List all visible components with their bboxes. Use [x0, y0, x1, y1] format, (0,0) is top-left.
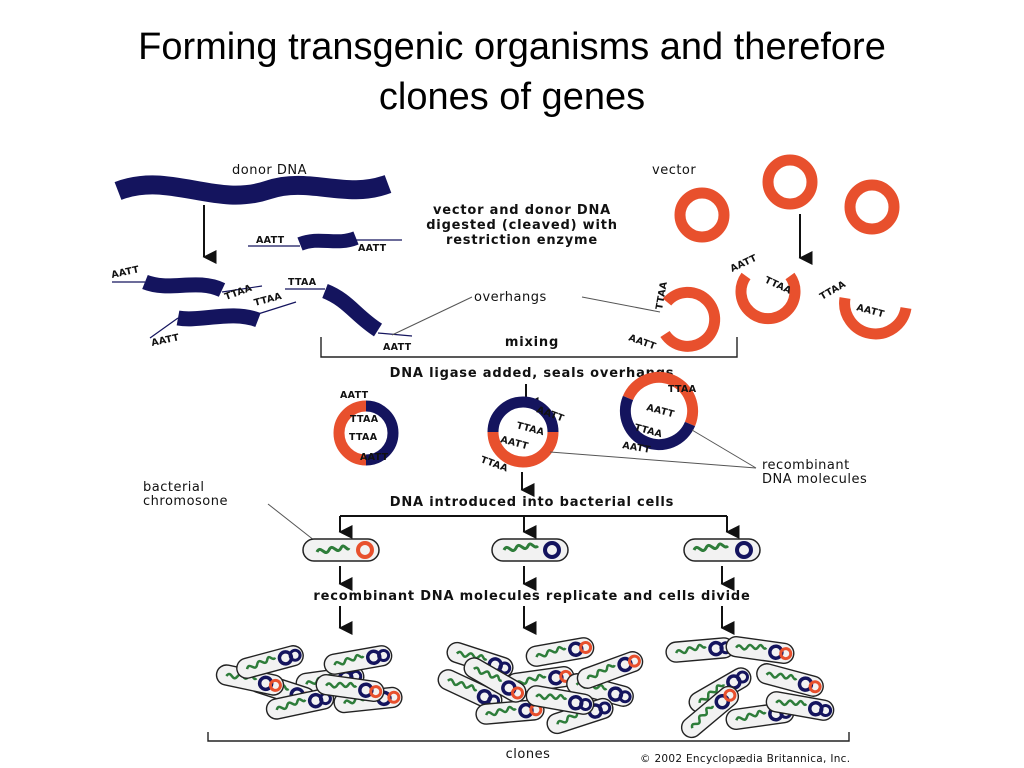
bacterial-cell-icon: [315, 673, 385, 703]
vector-plasmid: [762, 154, 818, 210]
recombinant-label: DNA molecules: [762, 472, 867, 487]
seq-aatt: AATT: [729, 253, 760, 275]
plasmid-ring-icon: [369, 685, 383, 699]
svg-text:vector and donor DNA: vector and donor DNA: [433, 203, 611, 218]
seq-aatt: AATT: [360, 452, 389, 463]
recombinant-label: recombinant: [762, 458, 850, 473]
donor-fragment-mid: AATT TTAA: [149, 291, 297, 349]
plasmid-ring-icon: [779, 647, 793, 661]
bacterial-cell-icon: [680, 685, 740, 739]
bacterial-cell-icon: [683, 538, 761, 562]
vector-plasmid: [674, 187, 730, 243]
seq-aatt: AATT: [855, 302, 885, 320]
opened-vector: AATT TTAA: [729, 253, 801, 325]
bacterial-cell-icon: [463, 657, 527, 703]
plasmid-ring-icon: [598, 701, 612, 715]
recombinant-ring: AATT TTAA TTAA AATT: [333, 390, 399, 466]
bacterial-cell-icon: [215, 664, 285, 696]
seq-ttaa: TTAA: [668, 384, 697, 395]
seq-aatt: AATT: [627, 332, 658, 352]
seq-ttaa: TTAA: [654, 280, 670, 310]
bacterial-cell-icon: [302, 538, 380, 562]
introduced-label: DNA introduced into bacterial cells: [390, 495, 674, 510]
seq-ttaa: TTAA: [223, 283, 254, 303]
bacterial-cell-icon: [236, 645, 304, 679]
seq-ttaa: TTAA: [350, 414, 379, 425]
opened-vector: TTAA AATT: [627, 280, 721, 353]
digest-label: vector and donor DNA digested (cleaved) …: [426, 203, 618, 248]
donor-dna-label: donor DNA: [232, 163, 307, 178]
bacterial-cell-icon: [491, 538, 569, 562]
seq-ttaa: TTAA: [515, 420, 546, 438]
seq-aatt: AATT: [645, 402, 675, 420]
plasmid-ring-icon: [579, 698, 593, 712]
plasmid-ring-icon: [579, 640, 593, 654]
mixing-bracket: [320, 337, 738, 358]
bacterial-cell-icon: [525, 685, 595, 715]
donor-fragment-right: TTAA AATT: [285, 277, 413, 353]
seq-ttaa: TTAA: [349, 432, 378, 443]
overhangs-label: overhangs: [474, 290, 547, 305]
seq-aatt: AATT: [621, 440, 651, 456]
bacterial-cell-icon: [725, 635, 795, 665]
svg-text:restriction enzyme: restriction enzyme: [446, 233, 598, 248]
bacterial-cell-icon: [576, 651, 644, 689]
ligase-label: DNA ligase added, seals overhangs: [390, 366, 675, 381]
vector-label: vector: [652, 163, 696, 178]
plasmid-ring-icon: [618, 690, 632, 704]
copyright: © 2002 Encyclopædia Britannica, Inc.: [640, 753, 850, 765]
callout-line: [691, 429, 757, 469]
bacterial-cell-icon: [756, 663, 824, 697]
vector-plasmid: [844, 179, 900, 235]
plasmid-ring-icon: [387, 690, 401, 704]
bacterial-label: chromosone: [143, 494, 228, 509]
seq-aatt: AATT: [340, 390, 369, 401]
bacterial-cell-icon: [437, 669, 503, 711]
seq-ttaa: TTAA: [253, 291, 284, 309]
plasmid-ring-icon: [377, 648, 391, 662]
donor-fragment-left: AATT TTAA: [110, 264, 263, 303]
seq-aatt: AATT: [358, 243, 387, 254]
clone-cells: [215, 635, 835, 739]
seq-aatt: AATT: [256, 235, 285, 246]
donor-dna-strand: [114, 174, 392, 205]
callout-line: [581, 296, 661, 313]
plasmid-ring-icon: [808, 680, 822, 694]
seq-aatt: AATT: [110, 264, 140, 281]
bacterial-cell-icon: [525, 637, 595, 667]
callout-line: [391, 296, 473, 336]
plasmid-ring-icon: [268, 678, 282, 692]
bacterial-label: bacterial: [143, 480, 205, 495]
plasmid-ring-icon: [723, 688, 737, 702]
bacterial-cell-icon: [765, 691, 835, 721]
title-line-2: clones of genes: [378, 76, 646, 118]
clones-label: clones: [506, 747, 551, 762]
bacterial-cell-icon: [665, 637, 735, 663]
donor-fragment-top: AATT AATT: [248, 231, 402, 254]
plasmid-ring-icon: [511, 686, 525, 700]
replicate-label: recombinant DNA molecules replicate and …: [313, 589, 750, 604]
bacterial-cell-icon: [475, 699, 545, 725]
plasmid-ring-icon: [736, 670, 750, 684]
plasmid-ring-icon: [627, 654, 641, 668]
callout-line: [549, 451, 757, 469]
seq-aatt: AATT: [383, 342, 412, 353]
svg-text:digested (cleaved) with: digested (cleaved) with: [426, 218, 618, 233]
recombinant-ring: TTAA AATT TTAA AATT: [619, 371, 699, 456]
title-line-1: Forming transgenic organisms and therefo…: [138, 26, 886, 68]
mixing-label: mixing: [505, 335, 559, 350]
recombinant-ring: AATT TTAA AATT TTAA: [479, 396, 566, 475]
plasmid-ring-icon: [819, 704, 833, 718]
page-title: Forming transgenic organisms and therefo…: [0, 22, 1024, 122]
bacterial-cell-icon: [323, 645, 393, 675]
seq-ttaa: TTAA: [288, 277, 317, 288]
opened-vector: TTAA AATT: [818, 279, 912, 340]
clones-bracket: [207, 732, 850, 742]
plasmid-ring-icon: [288, 648, 302, 662]
